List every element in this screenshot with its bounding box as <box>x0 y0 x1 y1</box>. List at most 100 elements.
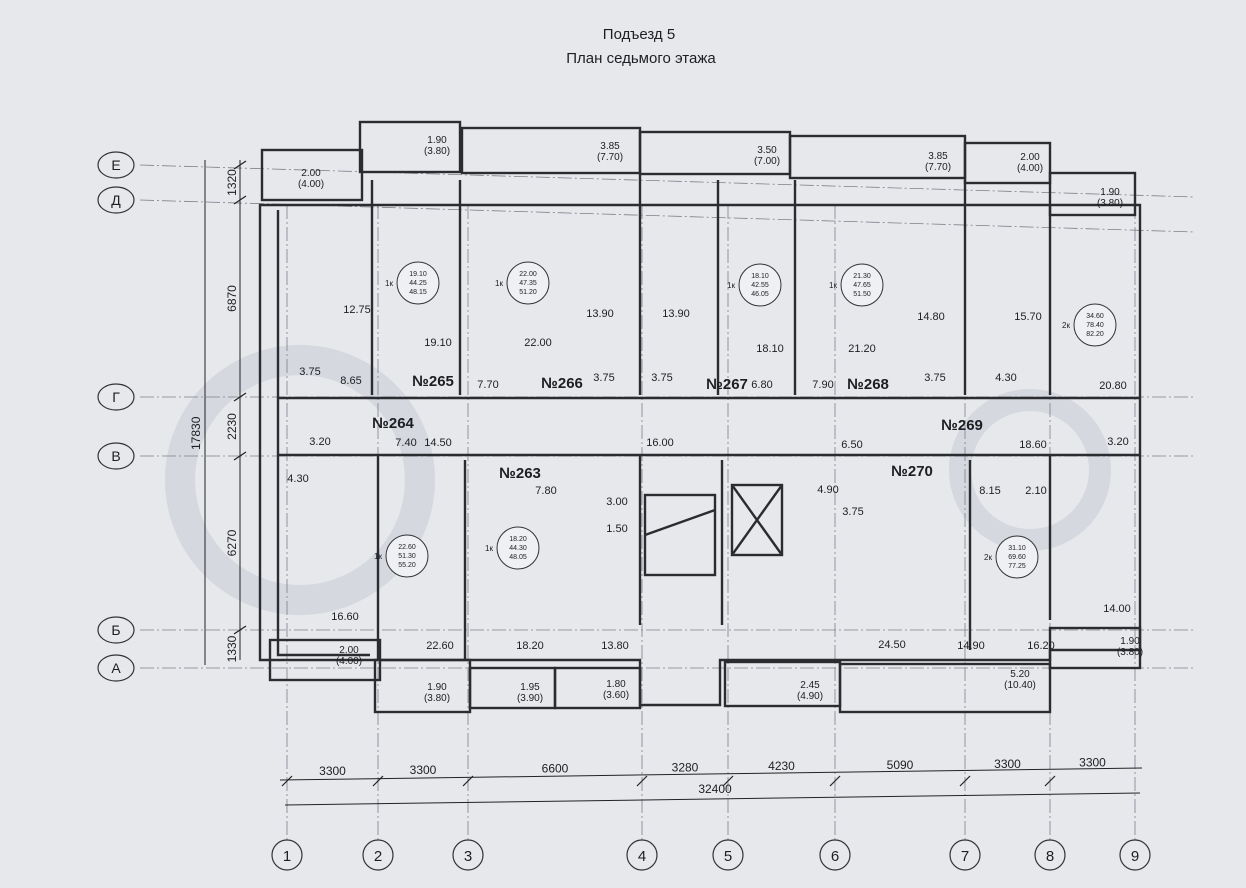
vertical-dim-tick <box>233 195 247 205</box>
row-axis-bubble <box>97 186 135 214</box>
vertical-dim-tick <box>233 451 247 461</box>
room-area: 18.60 <box>1019 439 1047 451</box>
area-stamp-value: 78.40 <box>1086 322 1104 329</box>
vertical-dim-value: 6870 <box>225 285 239 312</box>
room-area: 14.90 <box>957 640 985 652</box>
column-axis-label: 2 <box>374 848 382 865</box>
apartment-number: №268 <box>847 376 889 393</box>
area-stamp-circle <box>506 261 550 305</box>
horizontal-dim-value: 6600 <box>542 762 569 776</box>
column-axis-label: 5 <box>724 848 732 865</box>
area-stamp-value: 48.15 <box>409 289 427 296</box>
column-axis-label: 4 <box>638 848 646 865</box>
balcony-full-area: (3.80) <box>1097 198 1123 209</box>
room-area: 3.00 <box>606 496 627 508</box>
column-axis-bubble <box>949 839 981 871</box>
room-area: 18.10 <box>756 343 784 355</box>
row-axis-label: Г <box>112 389 120 405</box>
balcony-full-area: (4.00) <box>336 656 362 667</box>
column-axis-label: 7 <box>961 848 969 865</box>
room-area: 4.90 <box>817 484 838 496</box>
row-axis-label: Е <box>111 157 120 173</box>
room-area: 3.20 <box>1107 436 1128 448</box>
horizontal-dim-tick <box>722 775 734 787</box>
balcony-full-area: (10.40) <box>1004 680 1036 691</box>
room-area: 6.50 <box>841 439 862 451</box>
row-axis-bubble <box>97 383 135 411</box>
row-axis-bubble <box>97 151 135 179</box>
area-stamp-rooms: 1к <box>829 281 837 290</box>
area-stamp-rooms: 1к <box>495 279 503 288</box>
area-stamp-value: 51.30 <box>398 553 416 560</box>
balcony-full-area: (3.80) <box>1117 647 1143 658</box>
room-area: 7.80 <box>535 485 556 497</box>
column-axis-label: 8 <box>1046 848 1054 865</box>
apartment-number: №265 <box>412 373 454 390</box>
area-stamp-value: 21.30 <box>853 273 871 280</box>
area-stamp-value: 77.25 <box>1008 563 1026 570</box>
room-area: 3.75 <box>299 366 320 378</box>
balcony-area: 3.50 <box>757 145 777 156</box>
area-stamp-value: 47.65 <box>853 282 871 289</box>
apartment-number: №263 <box>499 465 541 482</box>
row-axis-label: В <box>111 448 120 464</box>
column-axis-bubble <box>712 839 744 871</box>
balcony-area: 3.85 <box>928 151 948 162</box>
row-axis-bubble <box>97 442 135 470</box>
area-stamp-value: 42.55 <box>751 282 769 289</box>
area-stamp-value: 44.30 <box>509 545 527 552</box>
balcony-area: 1.90 <box>427 682 447 693</box>
balcony-area: 2.45 <box>800 680 820 691</box>
column-axis-bubble <box>1034 839 1066 871</box>
entrance-title: Подъезд 5 <box>602 26 676 43</box>
horizontal-dim-value: 5090 <box>887 758 914 772</box>
room-area: 21.20 <box>848 343 876 355</box>
room-area: 1.50 <box>606 523 627 535</box>
column-axis-bubble <box>452 839 484 871</box>
area-stamp-circle <box>385 534 429 578</box>
horizontal-dim-value: 3300 <box>319 764 346 778</box>
balcony-full-area: (4.90) <box>797 691 823 702</box>
axis-grid <box>139 164 1196 845</box>
horizontal-dim-tick <box>281 775 293 787</box>
room-area: 14.00 <box>1103 603 1131 615</box>
area-stamp-value: 69.60 <box>1008 554 1026 561</box>
room-area: 7.40 <box>395 437 416 449</box>
area-stamp-rooms: 1к <box>485 544 493 553</box>
apartment-number: №266 <box>541 375 583 392</box>
room-area: 4.30 <box>995 372 1016 384</box>
row-axis-label: А <box>111 660 121 676</box>
balcony-full-area: (7.00) <box>754 156 780 167</box>
room-area: 13.80 <box>601 640 629 652</box>
area-stamp-value: 55.20 <box>398 562 416 569</box>
room-area: 3.75 <box>842 506 863 518</box>
area-stamp-value: 22.00 <box>519 271 537 278</box>
balcony-full-area: (3.90) <box>517 693 543 704</box>
room-area: 3.75 <box>651 372 672 384</box>
row-axis-label: Б <box>111 622 120 638</box>
row-axis-bubble <box>97 616 135 644</box>
horizontal-dim-value: 3280 <box>672 760 699 774</box>
column-axis-bubble <box>626 839 658 871</box>
horizontal-dim-value: 3300 <box>410 763 437 777</box>
room-area: 4.30 <box>287 473 308 485</box>
area-stamp-value: 22.60 <box>398 544 416 551</box>
room-area: 3.75 <box>924 372 945 384</box>
vertical-dim-value: 1320 <box>225 169 239 196</box>
area-stamp-rooms: 2к <box>984 553 992 562</box>
room-area: 3.75 <box>593 372 614 384</box>
vertical-total-dim: 17830 <box>189 416 203 450</box>
area-stamp-value: 46.05 <box>751 291 769 298</box>
apartment-number: №269 <box>941 417 983 434</box>
apartment-number: №264 <box>372 415 414 432</box>
balcony-full-area: (3.80) <box>424 693 450 704</box>
balcony-full-area: (3.80) <box>424 146 450 157</box>
apartment-number: №270 <box>891 463 933 480</box>
floor-plan-subtitle: План седьмого этажа <box>566 50 716 67</box>
area-stamp-circle <box>496 526 540 570</box>
